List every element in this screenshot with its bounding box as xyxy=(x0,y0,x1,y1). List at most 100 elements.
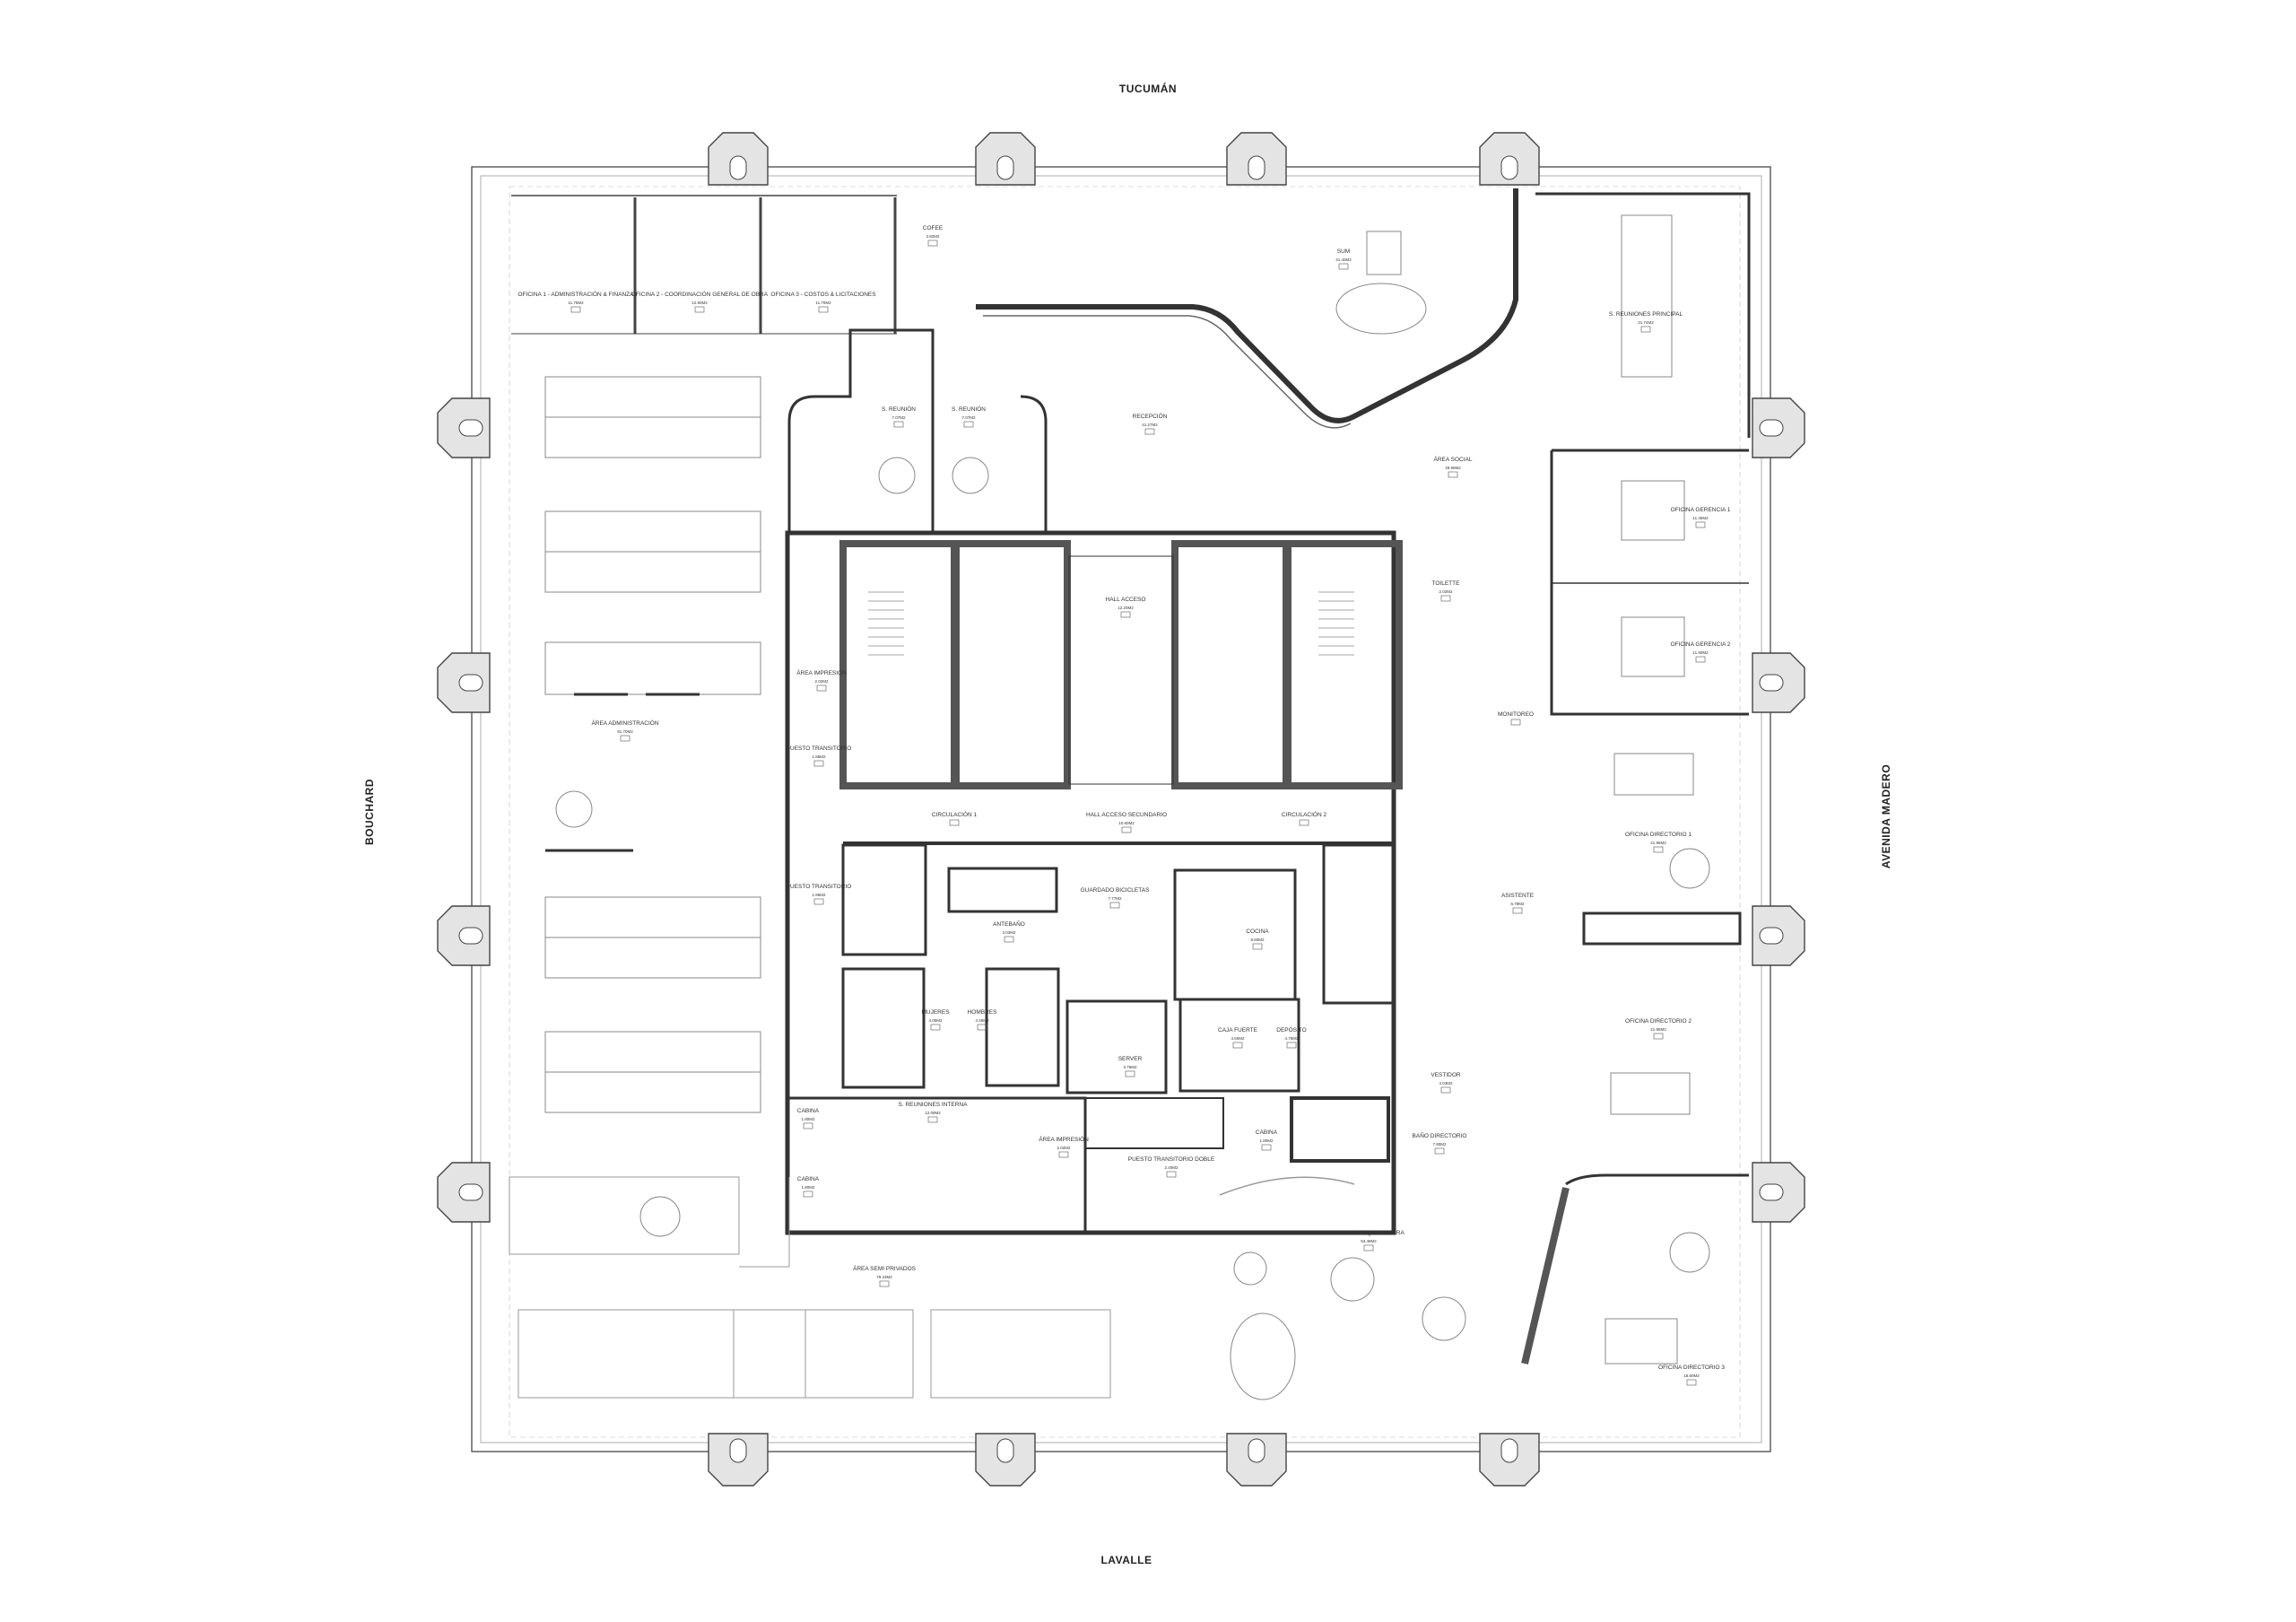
room-name: COCINA xyxy=(1246,929,1269,935)
room-area: 12.20M2 xyxy=(1118,606,1134,610)
room-tag-box xyxy=(1109,902,1120,909)
room-tag-box xyxy=(1004,936,1014,943)
room-name: OFICINA GERENCIA 2 xyxy=(1671,641,1731,648)
room-tag-box xyxy=(1695,656,1706,663)
room-label-oficina-directorio-1: OFICINA DIRECTORIO 121.95M2 xyxy=(1625,832,1692,853)
room-area: 53.48M2 xyxy=(1361,1239,1377,1243)
room-area: 1.80M2 xyxy=(801,1185,815,1190)
room-tag-box xyxy=(1440,1086,1451,1094)
room-area: 12.09M2 xyxy=(925,1111,941,1115)
room-tag-box xyxy=(963,421,974,428)
room-name: HALL ACCESO xyxy=(1106,597,1146,603)
room-area: 4.76M2 xyxy=(1284,1036,1299,1041)
room-name: SECTOR ARQUITECTURA xyxy=(1333,1230,1405,1236)
room-tag-box xyxy=(1448,471,1458,478)
room-area: 4.03M2 xyxy=(1439,1081,1453,1086)
room-area: 21.95M2 xyxy=(1650,841,1666,845)
room-name: PUESTO TRANSITORIO xyxy=(787,746,852,752)
room-tag-box xyxy=(1121,826,1132,833)
room-name: ÁREA IMPRESIÓN xyxy=(796,668,847,676)
west-desks xyxy=(544,376,761,1113)
room-tag-box xyxy=(813,898,824,905)
room-label-hall-acceso: HALL ACCESO 12.20M2 xyxy=(1106,597,1146,618)
room-name: HALL ACCESO SECUNDARIO xyxy=(1086,812,1167,818)
room-area: 1.80M2 xyxy=(801,1117,815,1121)
room-name: OFICINA 2 - COORDINACIÓN GENERAL DE OBRA xyxy=(631,290,769,298)
east-furniture xyxy=(1366,214,1742,1365)
street-label-south: LAVALLE xyxy=(1100,1554,1152,1566)
room-area: 7.80M2 xyxy=(1432,1142,1447,1147)
room-area: 41.40M2 xyxy=(1335,257,1352,262)
room-area: 7.07M2 xyxy=(961,415,976,420)
room-tag-box xyxy=(1286,1042,1297,1049)
room-name: RECEPCIÓN xyxy=(1133,412,1168,420)
room-label-monitoreo: MONITOREO xyxy=(1498,711,1534,726)
room-name: ANTEBAÑO xyxy=(993,920,1025,928)
room-tag-box xyxy=(818,306,829,313)
east-offices xyxy=(1521,192,1751,1365)
room-tag-box xyxy=(1434,1147,1445,1155)
room-tag-box xyxy=(694,306,705,313)
room-label-oficina-directorio-2: OFICINA DIRECTORIO 221.95M2 xyxy=(1625,1018,1692,1040)
street-label-east: AVENIDA MADERO xyxy=(1880,763,1892,869)
room-area: 7.07M2 xyxy=(891,415,906,420)
room-name: S. REUNIÓN xyxy=(952,405,986,413)
central-core xyxy=(785,328,1403,1235)
room-tag-box xyxy=(1440,595,1451,602)
room-label-oficina-2: OFICINA 2 - COORDINACIÓN GENERAL DE OBRA… xyxy=(631,290,769,313)
room-name: PUESTO TRANSITORIO DOBLE xyxy=(1128,1156,1215,1163)
room-name: ÁREA IMPRESIÓN xyxy=(1039,1135,1089,1143)
room-label-oficina-gerencia-1: OFICINA GERENCIA 111.45M2 xyxy=(1671,507,1731,528)
room-tag-box xyxy=(620,735,631,742)
room-name: ÁREA SOCIAL xyxy=(1434,455,1473,463)
room-labels: OFICINA 1 - ADMINISTRACIÓN & FINANZA11.7… xyxy=(518,225,1731,1386)
room-area: 11.90M2 xyxy=(1692,650,1709,655)
room-tag-box xyxy=(927,1116,938,1123)
room-tag-box xyxy=(1510,719,1521,726)
room-area: 11.75M2 xyxy=(568,301,584,305)
room-name: MONITOREO xyxy=(1498,711,1534,718)
room-tag-box xyxy=(930,1024,941,1031)
room-area: 21.95M2 xyxy=(1650,1027,1666,1032)
room-area: 79.43M2 xyxy=(876,1275,892,1279)
room-area: 3.76M2 xyxy=(1123,1065,1137,1069)
room-name: OFICINA DIRECTORIO 3 xyxy=(1658,1365,1725,1371)
room-area: 1.80M2 xyxy=(1259,1138,1274,1143)
room-area: 3.82M2 xyxy=(926,234,940,239)
room-name: CAJA FUERTE xyxy=(1218,1027,1258,1033)
round-tables xyxy=(555,283,1710,1400)
room-name: MUJERES xyxy=(921,1009,950,1016)
room-tag-box xyxy=(803,1122,813,1129)
room-name: GUARDADO BICICLETAS xyxy=(1081,887,1150,894)
room-area: 4.45M2 xyxy=(975,1018,989,1023)
stairs xyxy=(868,591,1354,656)
room-area: 18.60M2 xyxy=(1683,1373,1700,1378)
room-tag-box xyxy=(1299,819,1309,826)
room-label-oficina-1: OFICINA 1 - ADMINISTRACIÓN & FINANZA11.7… xyxy=(518,290,634,313)
room-area: 11.70M2 xyxy=(815,301,831,305)
room-area: 2.02M2 xyxy=(1439,589,1453,594)
room-label-circulacion-1: CIRCULACIÓN 1 xyxy=(932,810,977,826)
room-tag-box xyxy=(1653,846,1664,853)
building-envelope xyxy=(471,166,1771,1452)
room-area: 11.45M2 xyxy=(1692,516,1709,520)
room-area: 1.86M2 xyxy=(812,893,826,897)
room-tag-box xyxy=(570,306,581,313)
